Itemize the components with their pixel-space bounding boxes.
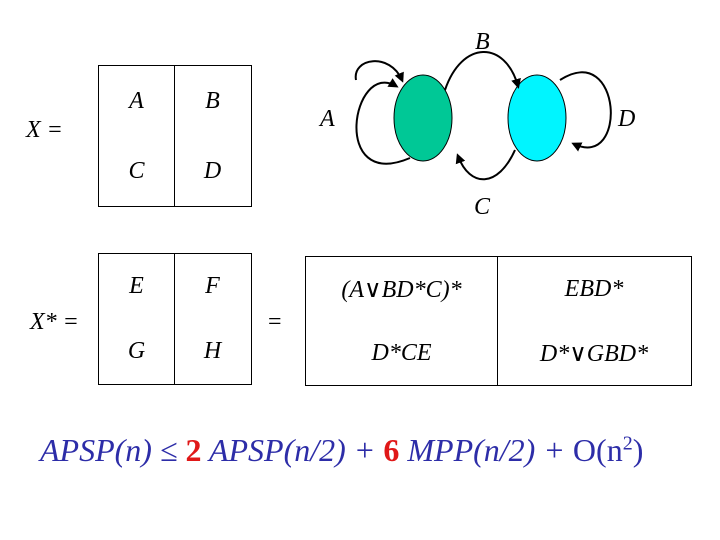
- matrix-x-grid: [98, 65, 252, 207]
- formula-part-1: APSP(n) ≤: [40, 432, 186, 468]
- formula-part-5: ): [632, 432, 644, 468]
- graph-label-c: C: [474, 194, 491, 220]
- matrix-xstar-cell-g: G: [127, 338, 146, 364]
- result-cell-bottom-right: D*∨GBD*: [539, 340, 649, 367]
- matrix-x-cell-a: A: [129, 87, 144, 114]
- recurrence-formula: APSP(n) ≤ 2 APSP(n/2) + 6 MPP(n/2) + O(n…: [40, 432, 643, 469]
- graph-node-right: [507, 74, 567, 162]
- graph-diagram: [354, 51, 612, 181]
- formula-exponent: 2: [622, 432, 633, 455]
- graph-edge-left-to-right: [444, 51, 521, 91]
- result-cell-top-right: EBD*: [564, 275, 624, 302]
- matrix-x-cell-c: C: [128, 157, 145, 184]
- graph-node-left: [393, 74, 453, 162]
- matrix-xstar-cell-e: E: [129, 273, 144, 299]
- graph-edge-left-loop: [355, 78, 411, 165]
- formula-part-3: MPP(n/2) +: [399, 432, 573, 468]
- matrix-xstar-grid: [98, 253, 252, 385]
- graph-edge-right-to-left: [455, 149, 516, 181]
- matrix-xstar-cell-f: F: [205, 273, 220, 299]
- result-cell-bottom-left: D*CE: [371, 339, 432, 366]
- matrix-x-cell-b: B: [205, 87, 220, 114]
- formula-coef-6: 6: [383, 432, 400, 468]
- graph-label-d: D: [618, 106, 636, 132]
- matrix-x-cell-d: D: [203, 157, 222, 184]
- result-matrix-vdivider: [497, 256, 498, 385]
- matrix-x-label: X =: [26, 117, 63, 143]
- matrix-xstar-vdivider: [174, 253, 175, 384]
- equals-sign: =: [268, 309, 282, 335]
- formula-part-2: APSP(n/2) +: [201, 432, 384, 468]
- result-cell-top-left: (A∨BD*C)*: [341, 276, 462, 303]
- graph-label-a: A: [320, 106, 335, 132]
- matrix-x-vdivider: [174, 65, 175, 206]
- formula-coef-2: 2: [185, 432, 202, 468]
- formula-part-4: O(n: [572, 432, 623, 468]
- matrix-xstar-cell-h: H: [203, 338, 222, 364]
- matrix-xstar-label: X* =: [30, 309, 79, 335]
- graph-label-b: B: [475, 29, 490, 55]
- graph-edge-right-loop: [559, 71, 612, 152]
- graph-edge-left-loop-top: [354, 60, 404, 83]
- result-matrix-grid: [305, 256, 692, 386]
